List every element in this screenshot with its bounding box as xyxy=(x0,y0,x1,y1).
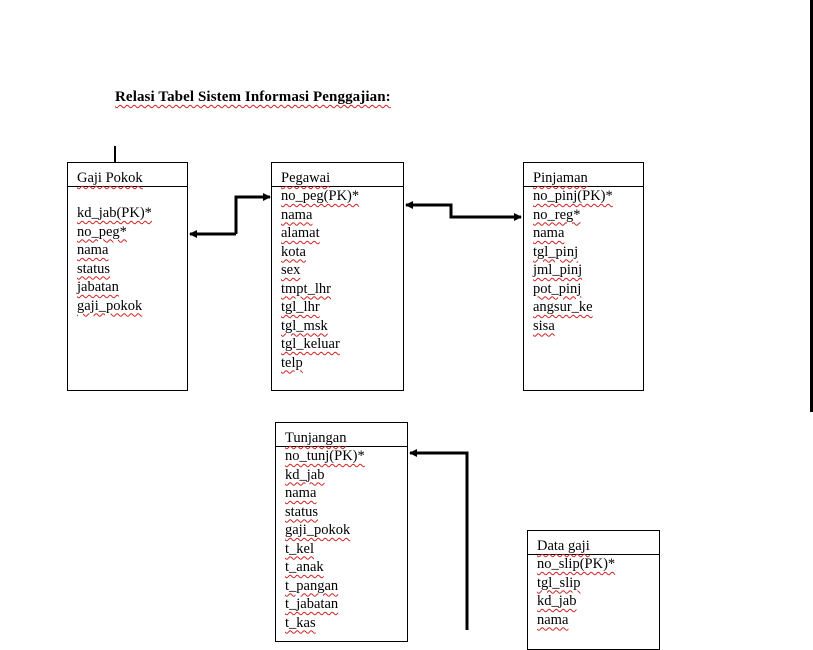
field-pinjaman-2: nama xyxy=(533,225,565,241)
field-gaji-pokok-4: jabatan xyxy=(77,279,119,295)
field-list: kd_jab(PK)* no_peg*nama status jabatan gaji_… xyxy=(68,187,187,315)
field-tunjangan-6: t_anak xyxy=(285,559,324,575)
field-pinjaman-3: tgl_pinj xyxy=(533,243,579,260)
field-tunjangan-2: nama xyxy=(285,485,317,501)
field-pegawai-0: no_peg(PK)* xyxy=(281,188,360,204)
relation-pegawai-pinjaman xyxy=(449,212,522,221)
text-cursor xyxy=(114,146,116,162)
field-tunjangan-9: t_kas xyxy=(285,614,316,631)
field-gaji-pokok-2: nama xyxy=(77,242,109,258)
field-tunjangan-8: t_jabatan xyxy=(285,596,339,612)
field-pegawai-8: tgl_keluar xyxy=(281,336,340,352)
field-gaji-pokok-3: status xyxy=(77,260,111,277)
table-pinjaman[interactable]: Pinjaman no_pinj(PK)* no_reg*nama tgl_pinj… xyxy=(523,162,644,391)
field-gaji-pokok-0: kd_jab(PK)* xyxy=(77,205,152,221)
field-pegawai-6: tgl_lhr xyxy=(281,299,320,315)
relation-gajipokok-pegawai xyxy=(234,193,271,234)
field-tunjangan-5: t_kel xyxy=(285,540,314,557)
table-header: Data gaji xyxy=(528,531,659,555)
field-pinjaman-5: pot_pinj xyxy=(533,280,582,297)
table-header: Tunjangan xyxy=(276,423,407,447)
field-tunjangan-1: kd_jab xyxy=(285,466,325,483)
table-header: Pinjaman xyxy=(524,163,643,187)
field-pegawai-9: telp xyxy=(281,354,303,371)
field-pegawai-7: tgl_msk xyxy=(281,317,328,334)
field-pegawai-3: kota xyxy=(281,243,306,260)
table-header: Pegawai xyxy=(272,163,403,187)
field-pinjaman-0: no_pinj(PK)* xyxy=(533,188,613,204)
diagram-title: Relasi Tabel Sistem Informasi Penggajian… xyxy=(115,89,391,105)
field-pinjaman-6: angsur_ke xyxy=(533,299,593,315)
field-tunjangan-7: t_pangan xyxy=(285,577,339,594)
field-pinjaman-7: sisa xyxy=(533,317,555,334)
table-header: Gaji Pokok xyxy=(68,163,187,187)
field-gaji-pokok-1: no_peg* xyxy=(77,223,127,240)
field-data-gaji-1: tgl_slip xyxy=(537,574,581,591)
field-pinjaman-4: jml_pinj xyxy=(533,262,583,278)
field-list: no_peg(PK)*nama alamat kota sex tmpt_lhr tgl_… xyxy=(272,187,403,372)
field-pinjaman-1: no_reg* xyxy=(533,206,581,223)
relation-pinjaman-pegawai xyxy=(405,201,453,212)
table-pegawai[interactable]: Pegawai no_peg(PK)*nama alamat kota sex tmpt… xyxy=(271,162,404,391)
field-pegawai-1: nama xyxy=(281,206,313,223)
field-tunjangan-4: gaji_pokok xyxy=(285,522,351,538)
field-pegawai-2: alamat xyxy=(281,225,320,241)
field-tunjangan-3: status xyxy=(285,503,319,520)
relation-connectors xyxy=(189,193,522,630)
field-pegawai-4: sex xyxy=(281,262,301,278)
field-data-gaji-0: no_slip(PK)* xyxy=(537,556,616,572)
field-data-gaji-2: kd_jab xyxy=(537,593,577,609)
field-data-gaji-3: nama xyxy=(537,611,569,628)
page-edge xyxy=(810,0,813,412)
table-gaji-pokok[interactable]: Gaji Pokok kd_jab(PK)* no_peg*nama status j… xyxy=(67,162,188,391)
relation-tunjangan-link xyxy=(409,449,469,630)
field-tunjangan-0: no_tunj(PK)* xyxy=(285,448,365,464)
field-gaji-pokok-5: gaji_pokok xyxy=(77,297,143,314)
field-pegawai-5: tmpt_lhr xyxy=(281,280,331,297)
